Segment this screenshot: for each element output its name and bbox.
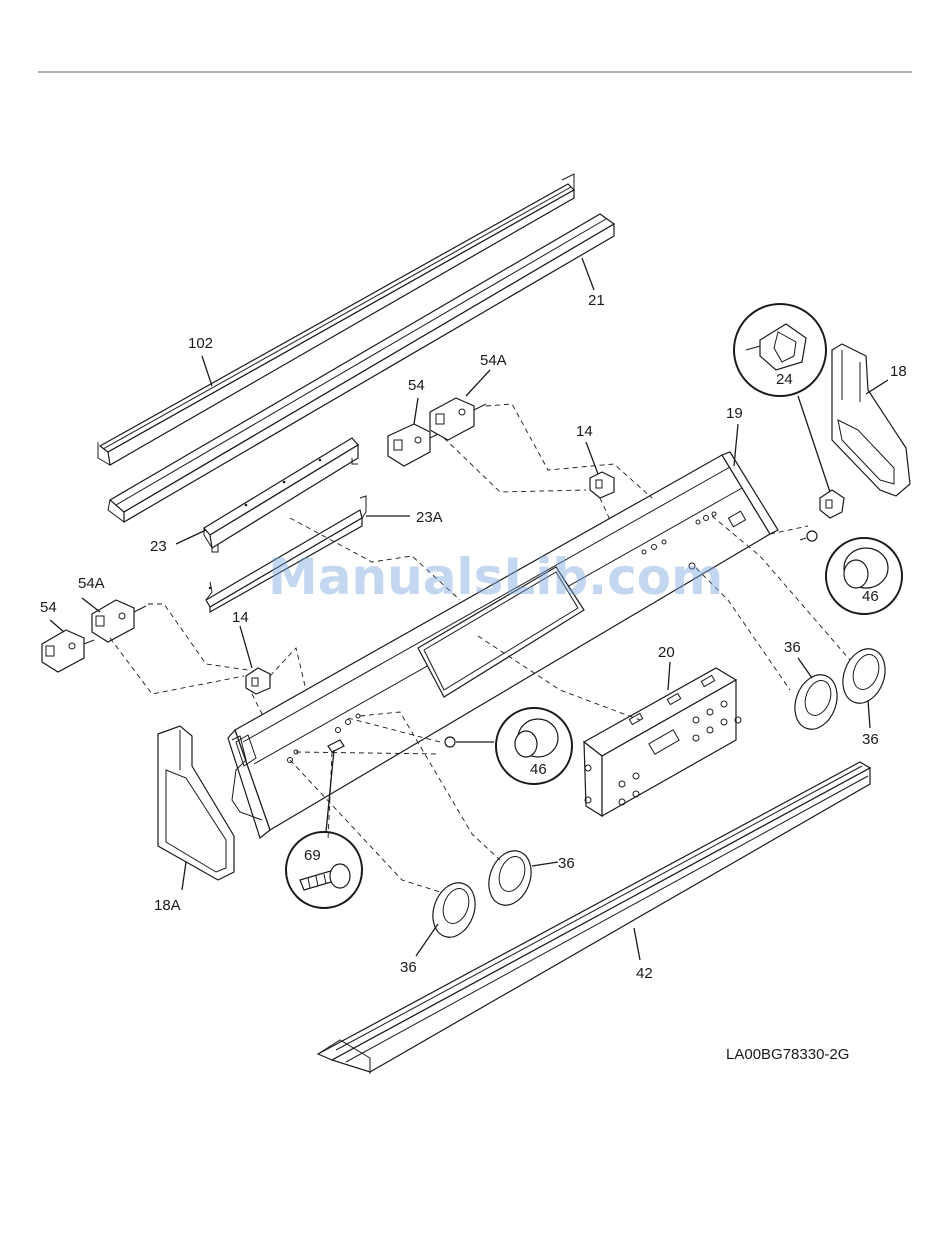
callout-46-mid: 46 [530,761,547,778]
callout-46-right: 46 [862,588,879,605]
callout-69: 69 [304,847,321,864]
drawing-code: LA00BG78330-2G [726,1046,849,1063]
part-18a-left-end-cap[interactable] [158,726,234,880]
callout-20: 20 [658,644,675,661]
callout-54-top: 54 [408,377,425,394]
callout-36-right-b: 36 [862,731,879,748]
callout-42: 42 [636,965,653,982]
part-14-clip-top[interactable] [590,472,614,498]
part-20-control-board[interactable] [584,668,741,816]
part-24-socket-small[interactable] [820,490,844,518]
callout-21: 21 [588,292,605,309]
callout-24: 24 [776,371,793,388]
part-21-top-rail[interactable] [108,214,614,522]
part-102-trim-strip[interactable] [98,174,574,465]
part-36-knob-right-a[interactable] [788,669,845,735]
callout-19: 19 [726,405,743,422]
part-36-knob-mid[interactable] [482,845,539,911]
part-19-control-panel[interactable] [228,452,778,838]
callout-14-left: 14 [232,609,249,626]
callout-54-left: 54 [40,599,57,616]
detail-circle-69-screw[interactable] [286,832,362,908]
callout-54a-top: 54A [480,352,507,369]
part-54-switch-left[interactable] [42,630,94,672]
part-46-small-right[interactable] [800,531,817,541]
part-14-clip-left[interactable] [246,668,270,694]
callout-36-low: 36 [400,959,417,976]
callout-23: 23 [150,538,167,555]
part-54a-switch-left[interactable] [92,600,146,642]
callout-36-right-a: 36 [784,639,801,656]
part-46-small-mid[interactable] [445,737,455,747]
callout-23a: 23A [416,509,443,526]
callout-18a: 18A [154,897,181,914]
callout-18: 18 [890,363,907,380]
callout-102: 102 [188,335,213,352]
part-36-knob-low[interactable] [426,877,483,943]
callout-54a-left: 54A [78,575,105,592]
callout-36-mid: 36 [558,855,575,872]
callout-14-top: 14 [576,423,593,440]
part-54a-switch-top[interactable] [430,398,486,440]
watermark: ManualsLib.com [268,548,723,606]
